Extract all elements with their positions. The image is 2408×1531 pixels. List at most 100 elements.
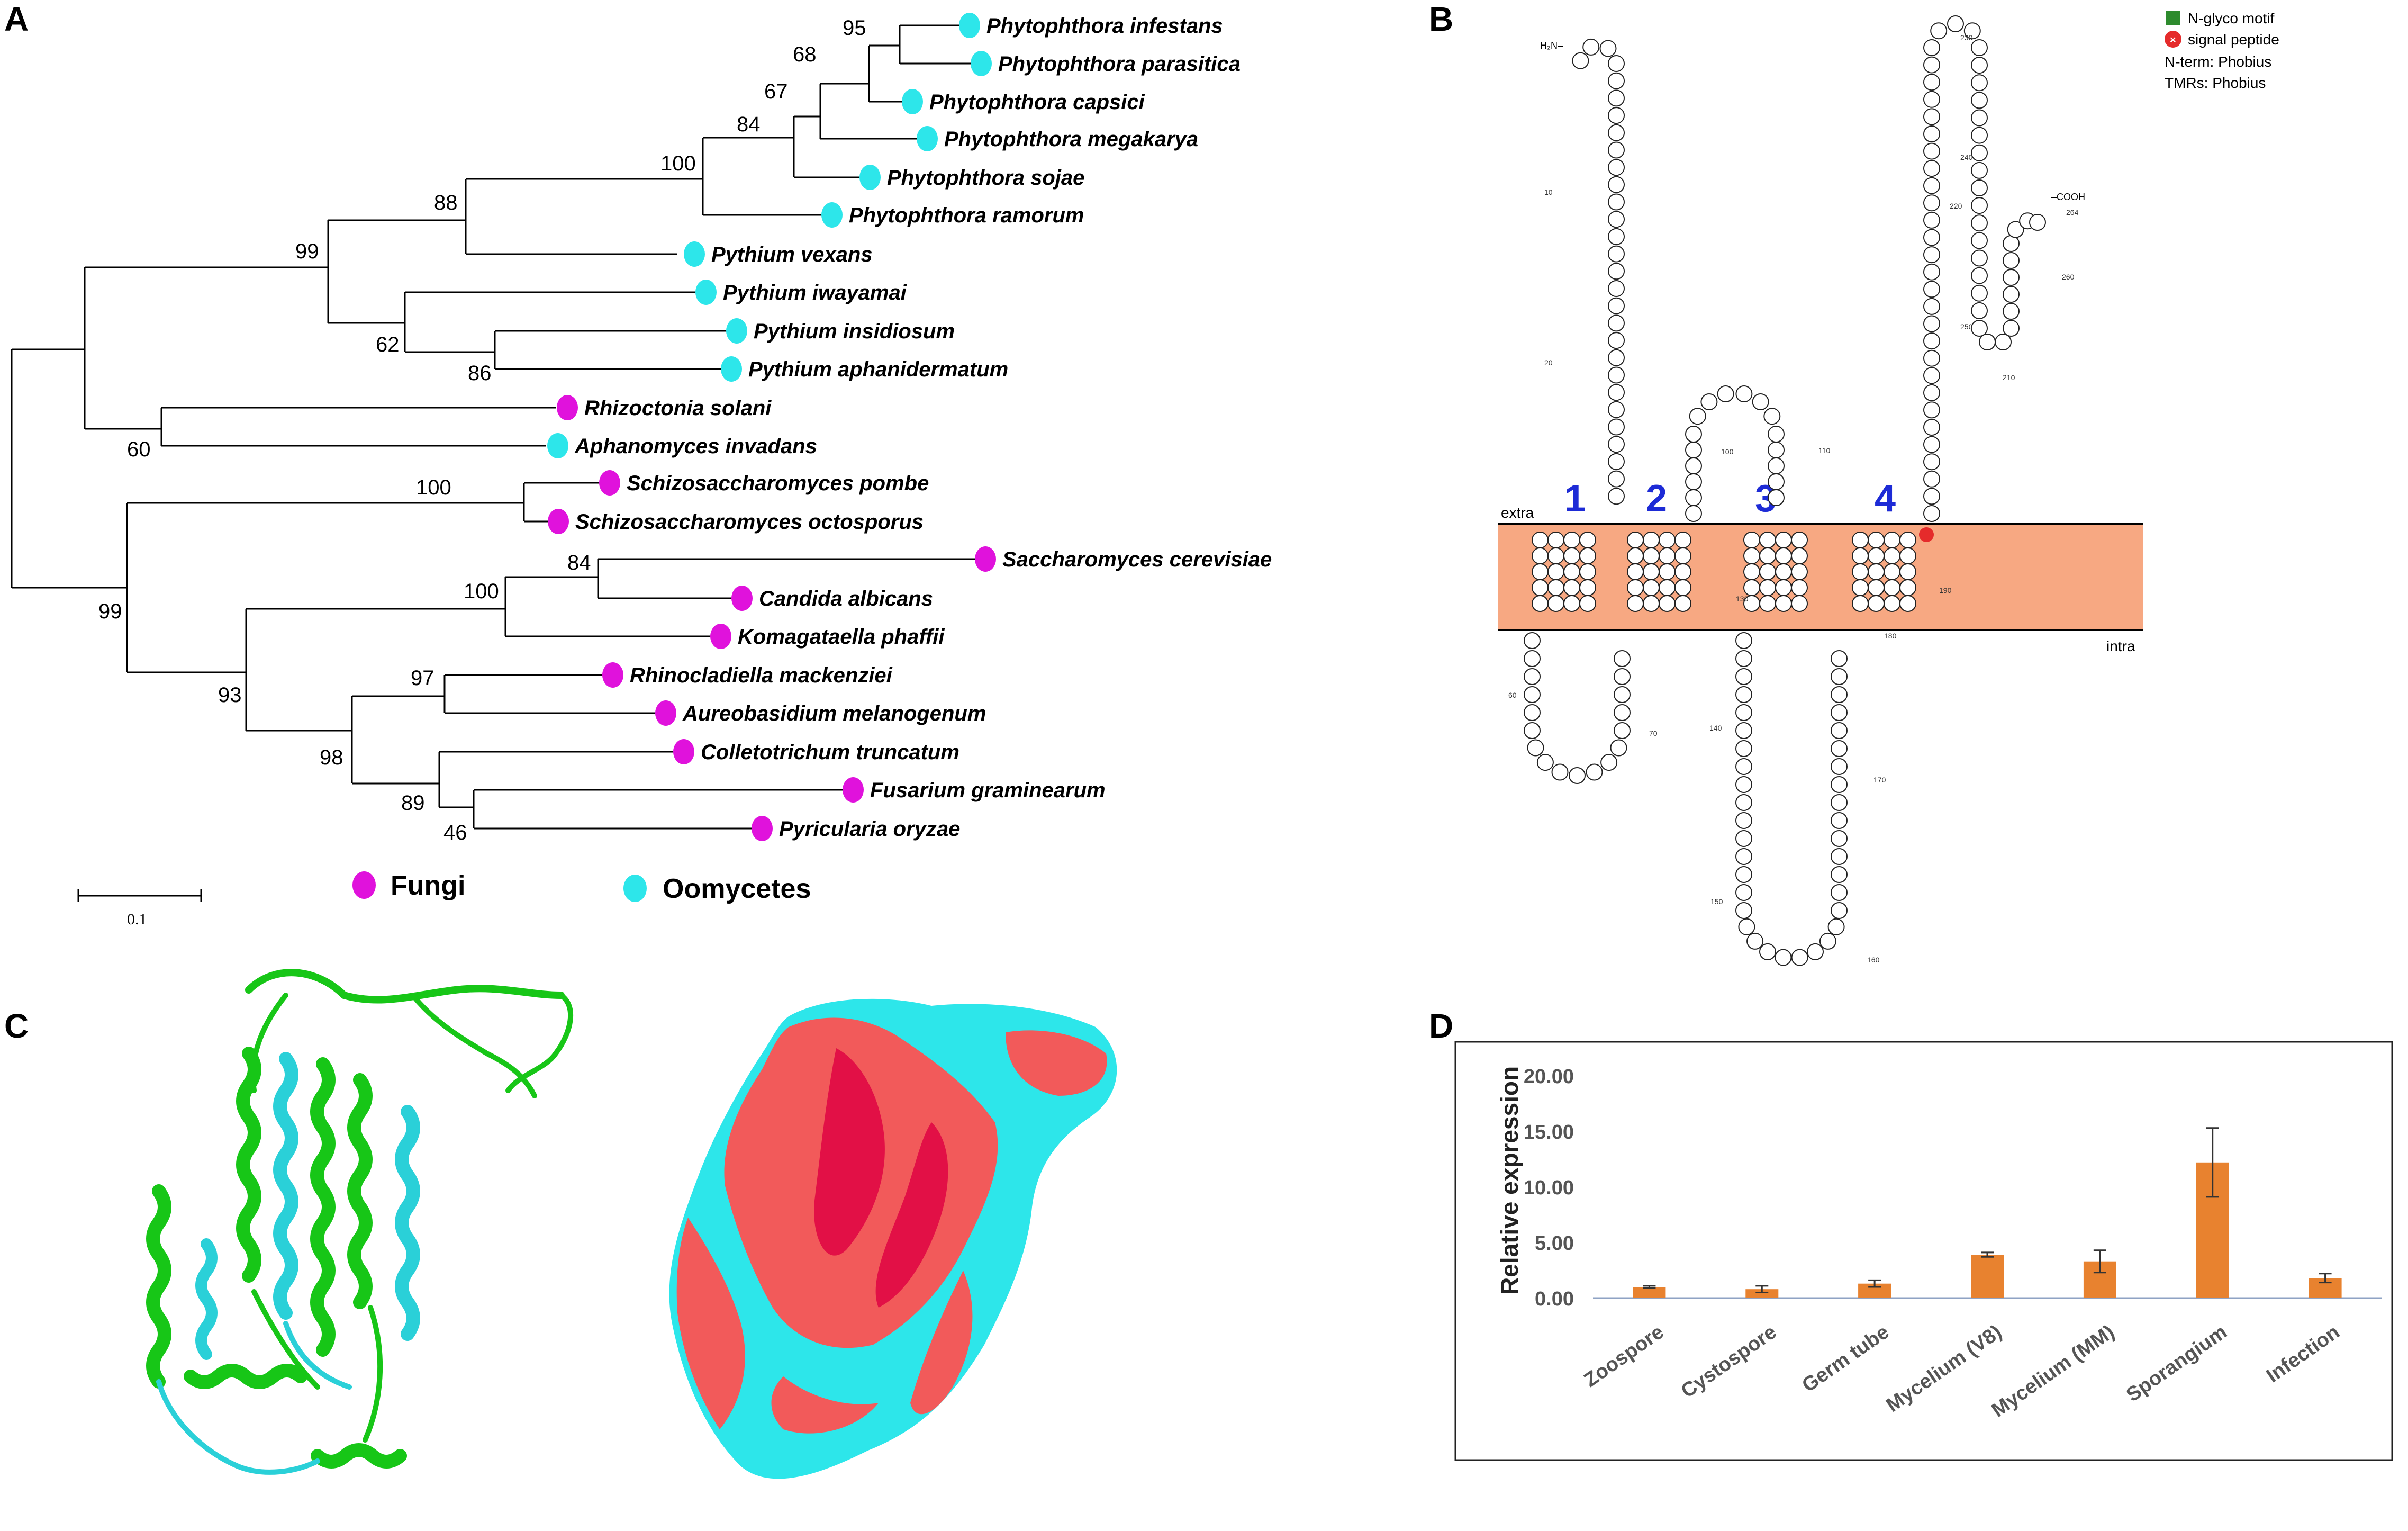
- oomycetes-legend-dot: [623, 875, 647, 902]
- residue-circle: [1614, 686, 1631, 703]
- residue-circle: [1923, 470, 1940, 488]
- residue-circle: [1775, 595, 1792, 612]
- residue-circle: [1831, 704, 1848, 721]
- residue-circle: [1775, 547, 1792, 564]
- residue-circle: [1674, 563, 1691, 580]
- residue-circle: [1971, 92, 1988, 109]
- helix: [146, 1184, 171, 1389]
- taxon-label: Aphanomyces invadans: [574, 435, 817, 458]
- n-terminus: H₂N–: [1540, 40, 1563, 51]
- residue-circle: [1831, 902, 1848, 919]
- residue-number: 190: [1939, 586, 1952, 595]
- y-tick-label: 10.00: [1524, 1177, 1574, 1199]
- residue-circle: [1608, 176, 1625, 193]
- residue-circle: [1759, 563, 1776, 580]
- residue-circle: [1868, 532, 1885, 548]
- residue-circle: [1614, 722, 1631, 739]
- residue-circle: [1608, 297, 1625, 314]
- bootstrap-value: 98: [320, 746, 343, 769]
- residue-circle: [1563, 532, 1580, 548]
- residue-circle: [1608, 366, 1625, 384]
- residue-circle: [1599, 40, 1617, 57]
- residue-circle: [1759, 547, 1776, 564]
- residue-circle: [1899, 579, 1916, 596]
- taxon-label: Candida albicans: [759, 587, 933, 610]
- taxon-label: Phytophthora capsici: [929, 91, 1145, 114]
- taxon-label: Phytophthora infestans: [986, 14, 1223, 38]
- residue-circle: [1923, 436, 1940, 453]
- legend-oomycetes: Oomycetes: [663, 873, 811, 904]
- taxon-label: Saccharomyces cerevisiae: [1002, 548, 1272, 571]
- residue-circle: [1923, 349, 1940, 367]
- residue-circle: [1735, 650, 1752, 667]
- panel-label-d: D: [1429, 1007, 1453, 1045]
- tip-dot-fungi: [975, 546, 996, 572]
- residue-circle: [1923, 194, 1940, 212]
- residue-circle: [1923, 298, 1940, 315]
- residue-circle: [1868, 579, 1885, 596]
- taxon-label: Pyricularia oryzae: [779, 817, 960, 841]
- residue-circle: [1627, 563, 1644, 580]
- residue-circle: [1547, 579, 1564, 596]
- chart-frame: [1454, 1041, 2393, 1461]
- residue-circle: [1831, 830, 1848, 847]
- topology-legend: N-glyco motif × signal peptide N-term: P…: [2165, 10, 2279, 91]
- residue-circle: [1831, 722, 1848, 739]
- bootstrap-value: 86: [468, 362, 492, 385]
- residue-circle: [1643, 579, 1660, 596]
- residue-circle: [1685, 442, 1702, 458]
- residue-circle: [1608, 72, 1625, 89]
- residue-circle: [1768, 489, 1785, 506]
- residue-circle: [1831, 686, 1848, 703]
- signal-peptide-marker: [1919, 527, 1934, 542]
- residue-circle: [1659, 547, 1676, 564]
- residue-circle: [1923, 419, 1940, 436]
- taxon-label: Phytophthora parasitica: [998, 52, 1241, 76]
- residue-circle: [1608, 193, 1625, 211]
- residue-circle: [1923, 91, 1940, 108]
- residue-circle: [1600, 754, 1618, 771]
- residue-circle: [1735, 385, 1753, 402]
- y-tick-label: 0.00: [1535, 1288, 1574, 1310]
- residue-circle: [1547, 547, 1564, 564]
- legend-fungi: Fungi: [391, 870, 466, 901]
- residue-circle: [1923, 56, 1940, 74]
- expression-bar: [1745, 1289, 1779, 1298]
- residue-circle: [1685, 489, 1702, 506]
- residue-circle: [1899, 532, 1916, 548]
- residue-circle: [1608, 280, 1625, 297]
- residue-circle: [1831, 650, 1848, 667]
- residue-number: 100: [1721, 447, 1734, 456]
- residue-circle: [1923, 39, 1940, 56]
- tm-helix-label: 1: [1564, 478, 1586, 520]
- residue-circle: [1569, 767, 1586, 784]
- helix: [236, 1047, 261, 1283]
- bootstrap-value: 84: [737, 113, 761, 136]
- tip-dot-fungi: [655, 700, 676, 726]
- tip-dot-oomycete: [726, 318, 747, 344]
- scale-bar: 0.1: [77, 889, 202, 928]
- residue-circle: [1532, 547, 1549, 564]
- residue-circle: [1827, 918, 1845, 935]
- residue-circle: [1735, 848, 1752, 865]
- residue-number: 230: [1960, 33, 1973, 42]
- legend-tmr-method: TMRs: Phobius: [2165, 75, 2266, 91]
- residue-circle: [1524, 704, 1541, 721]
- residue-circle: [2007, 221, 2024, 238]
- taxon-label: Pythium aphanidermatum: [748, 358, 1008, 381]
- residue-circle: [1610, 739, 1627, 757]
- helix: [195, 1238, 218, 1360]
- residue-circle: [1608, 107, 1625, 124]
- residue-circle: [1614, 704, 1631, 721]
- residue-number: 150: [1710, 897, 1723, 906]
- extracellular-label: extra: [1501, 505, 1534, 521]
- residue-number: 140: [1709, 724, 1722, 732]
- residue-circle: [2003, 235, 2020, 252]
- cartoon-structure: [146, 969, 574, 1475]
- residue-circle: [1735, 776, 1752, 793]
- bootstrap-value: 68: [793, 43, 817, 66]
- residue-circle: [1923, 74, 1940, 91]
- tip-dot-oomycete: [821, 202, 843, 228]
- residue-circle: [1831, 668, 1848, 685]
